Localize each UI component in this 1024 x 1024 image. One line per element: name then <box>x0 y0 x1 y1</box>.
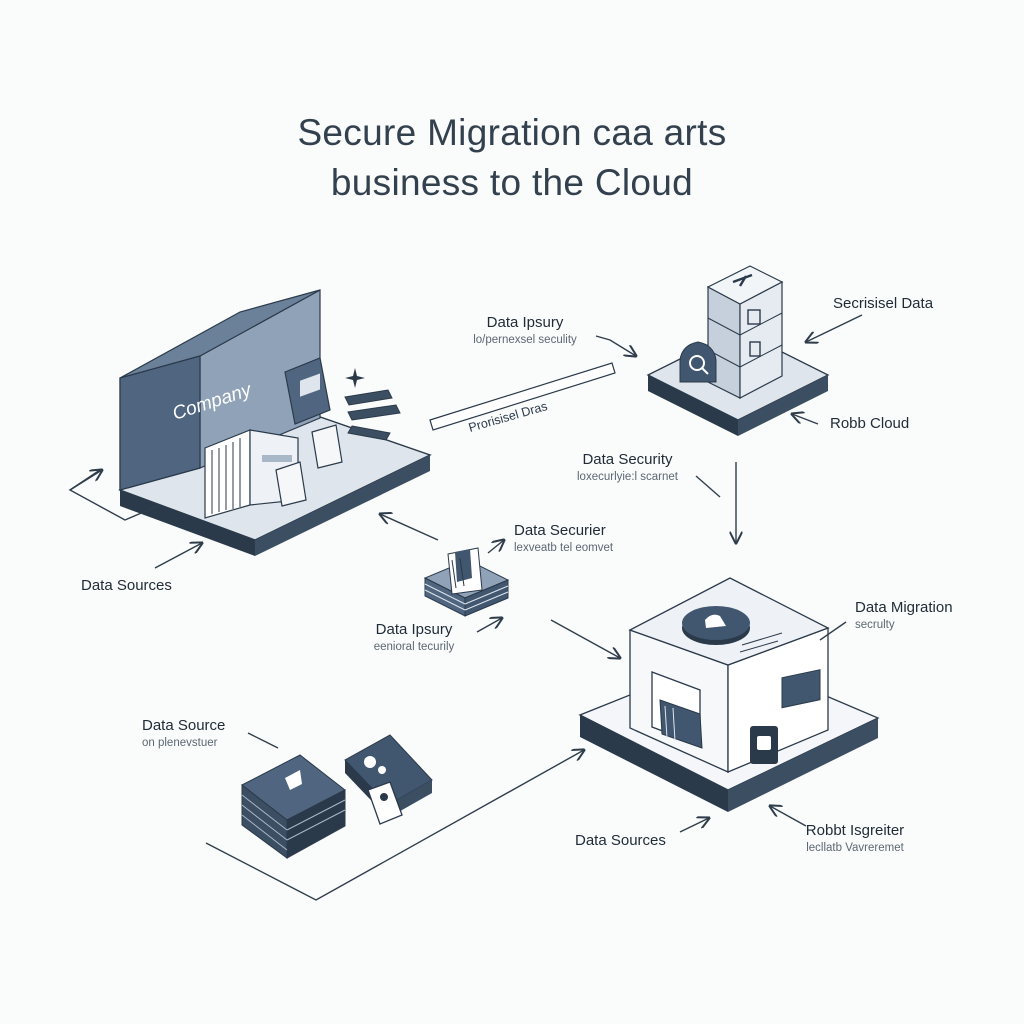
label-sub: on plenevstuer <box>142 737 218 749</box>
label-heading: Secrisisel Data <box>833 295 934 312</box>
label-sub: eenioral tecurily <box>373 641 455 653</box>
label-heading: Robb Cloud <box>830 415 910 432</box>
label-data-ipsury-top: Data Ipsury lo/pernexsel seculity <box>440 313 610 348</box>
label-sub: lo/pernexsel seculity <box>473 334 577 346</box>
label-heading: Data Sources <box>81 577 172 594</box>
arrow-source-to-migration <box>205 750 584 901</box>
search-icon <box>679 341 717 383</box>
migration-box-icon <box>578 577 880 812</box>
cloud-server-tower-icon <box>646 265 830 436</box>
label-heading: Data Sources <box>575 832 666 849</box>
label-heading: Data Migration <box>855 599 953 616</box>
document-stack-icon <box>423 547 510 617</box>
label-heading: Data Security <box>582 451 673 468</box>
label-secrisisel-data: Secrisisel Data <box>833 294 933 313</box>
arrow-sources-bottom <box>679 818 709 833</box>
tick-data-migration <box>819 621 847 641</box>
label-sub: loxecurlyie:l scarnet <box>577 471 678 483</box>
arrow-secrisisel-to-tower <box>806 314 863 342</box>
title-line-2: business to the Cloud <box>330 162 694 203</box>
label-heading: Data Ipsury <box>486 314 564 331</box>
label-data-sources-bottom: Data Sources <box>575 831 666 850</box>
data-source-stack-icon <box>241 734 433 859</box>
label-data-migration: Data Migration secrulty <box>855 598 953 633</box>
connector-arrows <box>68 314 863 901</box>
arrow-isgreiter <box>770 806 807 827</box>
label-sub: lecllatb Vavreremet <box>806 842 904 854</box>
arrow-robb-to-tower <box>792 414 819 425</box>
label-sub: lexveatb tel eomvet <box>514 542 614 554</box>
label-heading: Data Source <box>142 717 226 734</box>
label-data-securier: Data Securier lexveatb tel eomvet <box>514 521 613 556</box>
arrow-ipsury-to-cloud <box>595 335 636 356</box>
arrow-stack-to-migration <box>550 619 620 658</box>
label-heading: Data Securier <box>514 522 606 539</box>
tick-data-source <box>247 732 279 749</box>
arrow-sources-to-company <box>154 543 202 569</box>
arrow-securier <box>487 540 504 554</box>
label-robbt-isgreiter: Robbt Isgreiter lecllatb Vavreremet <box>780 821 930 856</box>
label-data-sources-left: Data Sources <box>81 576 172 595</box>
arrow-stack-to-company <box>380 514 439 541</box>
label-robb-cloud: Robb Cloud <box>830 414 909 433</box>
banner-strip: Prorisisel Dras <box>429 362 616 435</box>
label-heading: Data Ipsury <box>375 621 453 638</box>
arrow-ipsury-mid <box>476 618 502 633</box>
title-line-1: Secure Migration caa arts <box>297 112 727 153</box>
sparkle-icon <box>345 368 365 388</box>
company-building-icon: Company <box>118 288 432 556</box>
label-heading: Robbt Isgreiter <box>805 822 905 839</box>
label-data-ipsury-mid: Data Ipsury eenioral tecurily <box>355 620 473 655</box>
diagram-title: Secure Migration caa arts business to th… <box>0 108 1024 208</box>
label-data-source-bottom: Data Source on plenevstuer <box>142 716 225 751</box>
tick-data-security <box>695 475 721 498</box>
label-data-security: Data Security loxecurlyie:l scarnet <box>550 450 705 485</box>
arrow-to-company-left <box>69 470 102 491</box>
label-sub: secrulty <box>855 619 895 631</box>
